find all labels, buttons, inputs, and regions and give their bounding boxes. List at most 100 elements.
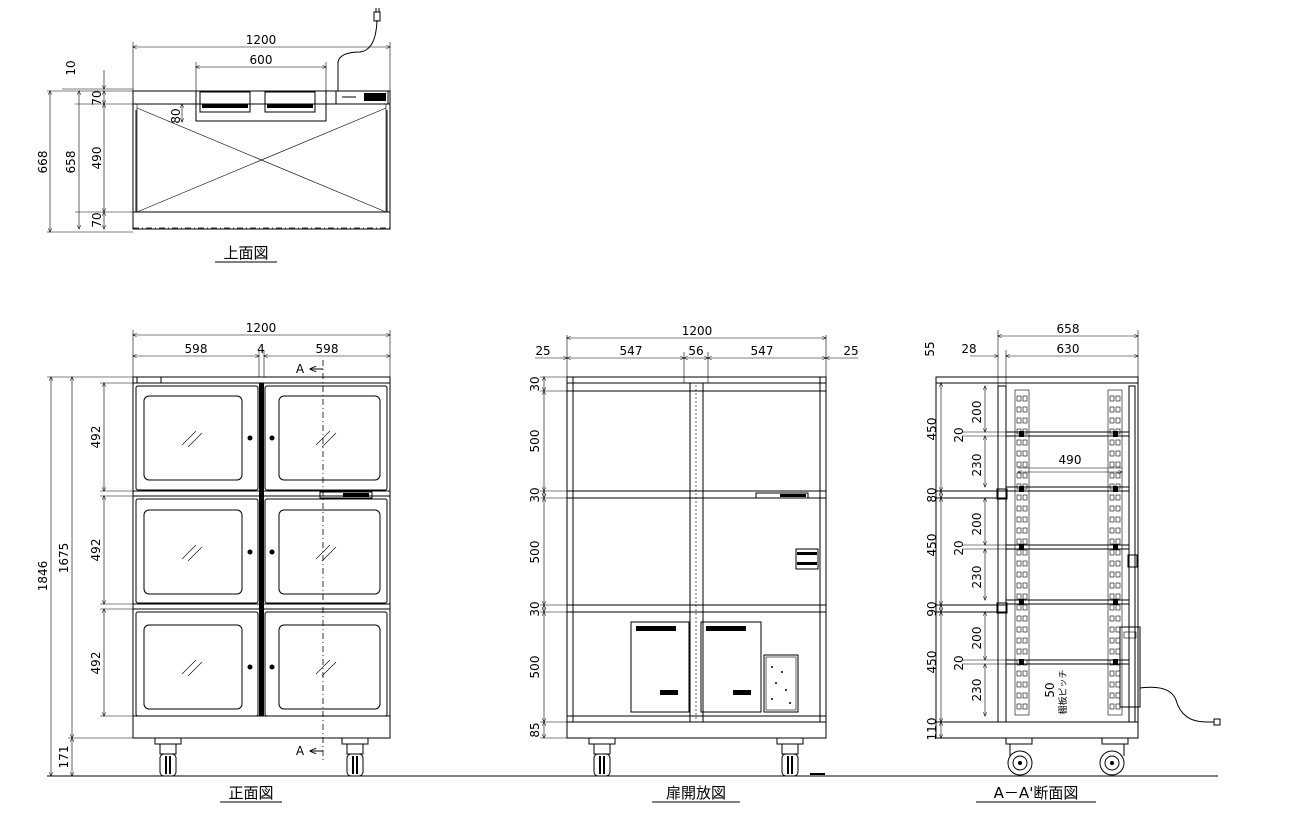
rail-slot (1016, 450, 1022, 457)
rail-slot (1016, 461, 1022, 468)
rail-slot (1109, 681, 1115, 688)
top-unit-width-dim: 600 (250, 53, 273, 67)
rail-slot (1109, 615, 1115, 622)
open-bay-left-dim: 547 (620, 344, 643, 358)
section-shelf-dim: 490 (1059, 453, 1082, 467)
rail-slot (1115, 626, 1121, 633)
rail-slot (1022, 439, 1028, 446)
open-top-dim: 30 (528, 376, 542, 391)
section-front-offset-dim: 28 (961, 342, 976, 356)
open-bay3-dim: 500 (528, 656, 542, 679)
rail-slot (1016, 516, 1022, 523)
rail-slot (1016, 560, 1022, 567)
rail-slot (1022, 472, 1028, 479)
section-mark-bottom: A (296, 744, 305, 758)
rail-slot (1022, 648, 1028, 655)
rail-slot (1022, 703, 1028, 710)
top-inner-dim: 490 (90, 147, 104, 170)
rail-slot (1016, 494, 1022, 501)
rail-slot (1022, 450, 1028, 457)
section-inner-depth-dim: 630 (1057, 342, 1080, 356)
rail-slot (1016, 626, 1022, 633)
rail-slot (1109, 637, 1115, 644)
rail-slot (1109, 439, 1115, 446)
open-side-left-dim: 25 (535, 344, 550, 358)
rail-slot (1109, 472, 1115, 479)
rail-slot (1016, 505, 1022, 512)
front-view: A A (36, 321, 1218, 803)
rail-slot (1115, 703, 1121, 710)
rail-slot (1109, 505, 1115, 512)
section-pitch20-3: 20 (952, 655, 966, 670)
rail-slot (1016, 571, 1022, 578)
rail-slot (1109, 648, 1115, 655)
rail-slot (1022, 626, 1028, 633)
open-view: 1200 25 547 56 547 25 30 500 30 500 30 5… (528, 324, 859, 803)
rail-slot (1115, 637, 1121, 644)
rail-slot (1016, 692, 1022, 699)
rail-slot (1115, 571, 1121, 578)
section-top-dim: 55 (923, 341, 937, 356)
rail-slot (1022, 692, 1028, 699)
rail-slot (1022, 494, 1028, 501)
open-bay1-dim: 500 (528, 430, 542, 453)
open-mid2-dim: 30 (528, 601, 542, 616)
front-body-height-dim: 1675 (57, 543, 71, 574)
rail-slot (1115, 417, 1121, 424)
section-view-title: A－A'断面図 (994, 784, 1079, 802)
rail-slot (1022, 604, 1028, 611)
rail-slot (1016, 395, 1022, 402)
section-tier2-dim: 450 (925, 534, 939, 557)
rail-slot (1115, 527, 1121, 534)
rail-slot (1109, 571, 1115, 578)
top-view: 1200 600 668 658 10 70 490 70 80 上面図 (36, 8, 391, 263)
rail-slot (1016, 637, 1022, 644)
rail-slot (1115, 560, 1121, 567)
top-frame-front-dim: 70 (90, 90, 104, 105)
rail-slot (1022, 681, 1028, 688)
top-front-gap-dim: 10 (64, 60, 78, 75)
top-view-title: 上面図 (223, 244, 268, 262)
section-gap2-dim: 90 (925, 601, 939, 616)
rail-slot (1022, 670, 1028, 677)
rail-slot (1022, 505, 1028, 512)
rail-slot (1022, 549, 1028, 556)
rail-slot (1115, 670, 1121, 677)
front-width-dim: 1200 (246, 321, 277, 335)
front-caster-dim: 171 (57, 746, 71, 769)
rail-slot (1022, 395, 1028, 402)
rail-slot (1016, 472, 1022, 479)
rail-slot (1109, 406, 1115, 413)
top-unit-depth-dim: 80 (169, 108, 183, 123)
rail-slot (1115, 395, 1121, 402)
rail-slot (1109, 604, 1115, 611)
rail-slot (1022, 560, 1028, 567)
rail-slot (1115, 648, 1121, 655)
rail-slot (1115, 549, 1121, 556)
rail-slot (1016, 527, 1022, 534)
rail-slot (1109, 549, 1115, 556)
rail-slot (1016, 406, 1022, 413)
rail-slot (1115, 615, 1121, 622)
open-width-dim: 1200 (682, 324, 713, 338)
rail-slot (1016, 648, 1022, 655)
rail-slot (1022, 461, 1028, 468)
section-pitch230-1: 230 (970, 454, 984, 477)
rail-slot (1016, 593, 1022, 600)
section-pitch200-3: 200 (970, 627, 984, 650)
rail-slot (1016, 703, 1022, 710)
front-door3-dim: 492 (89, 652, 103, 675)
front-gap-dim: 4 (257, 342, 265, 356)
open-post-dim: 56 (688, 344, 703, 358)
section-base-dim: 110 (925, 718, 939, 741)
section-pitch230-3: 230 (970, 679, 984, 702)
rail-slot (1022, 615, 1028, 622)
front-view-title: 正面図 (228, 784, 273, 802)
section-pitch200-1: 200 (970, 401, 984, 424)
rail-slot (1109, 527, 1115, 534)
section-tier3-dim: 450 (925, 651, 939, 674)
rail-slot (1115, 494, 1121, 501)
section-view: 658 28 630 490 55 450 80 450 90 450 110 … (923, 322, 1221, 803)
rail-slot (1022, 582, 1028, 589)
